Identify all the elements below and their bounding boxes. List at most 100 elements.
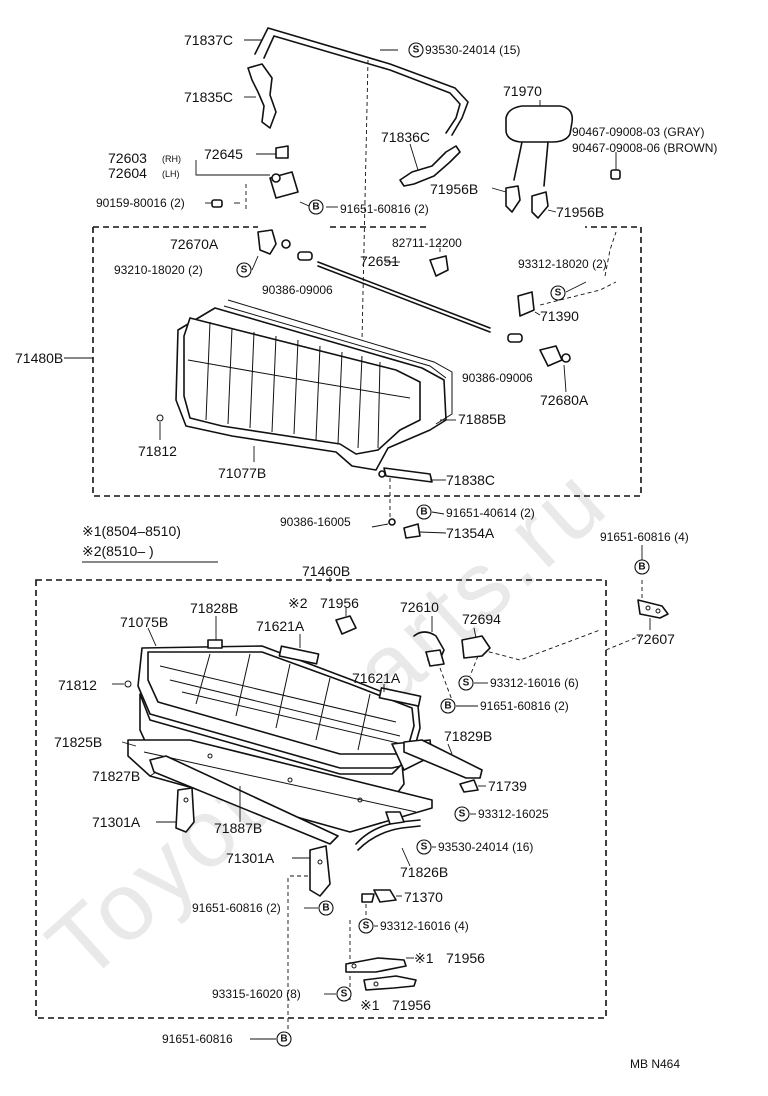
- label-90467-brown: 90467-09008-06 (BROWN): [572, 141, 717, 155]
- headrest-guides-71956B: [491, 185, 557, 219]
- seat-back-71077B: [156, 299, 456, 471]
- stop-71956: [345, 957, 417, 991]
- rail-71829B: [403, 739, 486, 793]
- label-71956-n1a: 71956: [446, 950, 485, 966]
- b-symbol: B: [276, 1031, 292, 1047]
- label-71826B: 71826B: [400, 864, 448, 880]
- svg-text:S: S: [421, 842, 428, 853]
- label-93312-18020: 93312-18020 (2): [518, 257, 607, 271]
- seat-frame-71887B: [121, 739, 433, 845]
- svg-text:B: B: [420, 507, 427, 518]
- b-symbol: B: [318, 900, 334, 916]
- label-71739: 71739: [488, 778, 527, 794]
- hinge-71301A: [156, 787, 331, 1030]
- hook-71838C: [378, 467, 447, 539]
- bracket-72607: [637, 580, 669, 630]
- label-71301A-b: 71301A: [226, 850, 275, 866]
- svg-text:S: S: [363, 921, 370, 932]
- strap-71826B: [349, 811, 421, 1000]
- svg-text:S: S: [413, 45, 420, 56]
- label-93530-24014-16: 93530-24014 (16): [438, 840, 533, 854]
- label-72670A: 72670A: [170, 236, 219, 252]
- label-93315-16020: 93315-16020 (8): [212, 987, 301, 1001]
- svg-text:S: S: [241, 265, 248, 276]
- label-72607: 72607: [636, 631, 675, 647]
- bracket-71835C: [244, 63, 277, 129]
- label-71460B: 71460B: [302, 563, 350, 579]
- label-71887B: 71887B: [214, 820, 262, 836]
- s-symbol: S: [236, 262, 252, 278]
- headrest-frame-71837C: [244, 27, 469, 136]
- label-71829B: 71829B: [444, 728, 492, 744]
- label-90386-09006-a: 90386-09006: [262, 283, 333, 297]
- legend-note2: ※2(8510– ): [82, 543, 154, 559]
- label-71956B-a: 71956B: [430, 181, 478, 197]
- note2-mark: ※2: [288, 595, 308, 611]
- label-71390: 71390: [540, 308, 579, 324]
- label-91651-60816-2a: 91651-60816 (2): [340, 202, 429, 216]
- label-71621A-b: 71621A: [352, 670, 401, 686]
- label-93312-16016-6: 93312-16016 (6): [490, 676, 579, 690]
- upper-group-outline: [92, 226, 642, 497]
- label-72604-side: (LH): [162, 169, 180, 179]
- s-symbol: S: [408, 42, 424, 58]
- s-symbol: S: [454, 806, 470, 822]
- svg-text:S: S: [459, 809, 466, 820]
- b-symbol: B: [416, 504, 432, 520]
- svg-text:S: S: [463, 678, 470, 689]
- release-72610: [413, 616, 491, 701]
- footer-code: MB N464: [630, 1057, 680, 1071]
- label-72603-side: (RH): [162, 154, 181, 164]
- part-labels: 71837C 71835C 93530-24014 (15) 71836C 71…: [15, 32, 717, 1071]
- label-93312-16025: 93312-16025: [478, 807, 549, 821]
- fastener-symbols: S B S S B B S B S S B S S B: [236, 42, 650, 1047]
- label-91651-40614: 91651-40614 (2): [446, 506, 535, 520]
- s-symbol: S: [336, 986, 352, 1002]
- label-90386-16005: 90386-16005: [280, 515, 351, 529]
- label-71838C: 71838C: [446, 472, 495, 488]
- label-93530-24014-15: 93530-24014 (15): [425, 43, 520, 57]
- label-71827B: 71827B: [92, 768, 140, 784]
- label-72603: 72603: [108, 150, 147, 166]
- label-72694: 72694: [462, 611, 501, 627]
- legend-note1: ※1(8504–8510): [82, 523, 181, 539]
- s-symbol: S: [358, 918, 374, 934]
- s-symbol: S: [458, 675, 474, 691]
- label-71956-n1b: 71956: [392, 997, 431, 1013]
- leader-lines: [234, 201, 643, 1040]
- hinge-72603-72604: [195, 145, 299, 212]
- label-90159-80016: 90159-80016 (2): [96, 196, 185, 210]
- label-90386-09006-b: 90386-09006: [462, 371, 533, 385]
- label-72604: 72604: [108, 165, 147, 181]
- label-72610: 72610: [400, 599, 439, 615]
- label-71956-n2: 71956: [320, 595, 359, 611]
- bracket-71836C: [399, 143, 461, 187]
- label-93312-16016-4: 93312-16016 (4): [380, 919, 469, 933]
- label-93210-18020: 93210-18020 (2): [114, 263, 203, 277]
- label-71075B: 71075B: [120, 614, 168, 630]
- label-71837C: 71837C: [184, 32, 233, 48]
- label-71354A: 71354A: [446, 525, 495, 541]
- label-71370: 71370: [404, 889, 443, 905]
- b-symbol: B: [308, 199, 324, 215]
- svg-text:B: B: [312, 202, 319, 213]
- label-71480B: 71480B: [15, 350, 63, 366]
- label-71812-a: 71812: [138, 443, 177, 459]
- svg-text:B: B: [322, 903, 329, 914]
- svg-text:S: S: [341, 989, 348, 1000]
- label-72645: 72645: [204, 146, 243, 162]
- label-91651-60816-2c: 91651-60816 (2): [192, 901, 281, 915]
- label-90467-gray: 90467-09008-03 (GRAY): [572, 125, 705, 139]
- lock-rod-72651: [257, 229, 617, 393]
- label-71812-b: 71812: [58, 677, 97, 693]
- label-71956B-b: 71956B: [556, 204, 604, 220]
- stop-71956-n2: [335, 608, 357, 635]
- label-72680A: 72680A: [540, 392, 589, 408]
- svg-text:B: B: [280, 1034, 287, 1045]
- label-91651-60816-4: 91651-60816 (4): [600, 530, 689, 544]
- label-71077B: 71077B: [218, 465, 266, 481]
- label-71301A-a: 71301A: [92, 814, 141, 830]
- label-71825B: 71825B: [54, 734, 102, 750]
- svg-text:B: B: [638, 562, 645, 573]
- note1-mark-a: ※1: [414, 950, 434, 966]
